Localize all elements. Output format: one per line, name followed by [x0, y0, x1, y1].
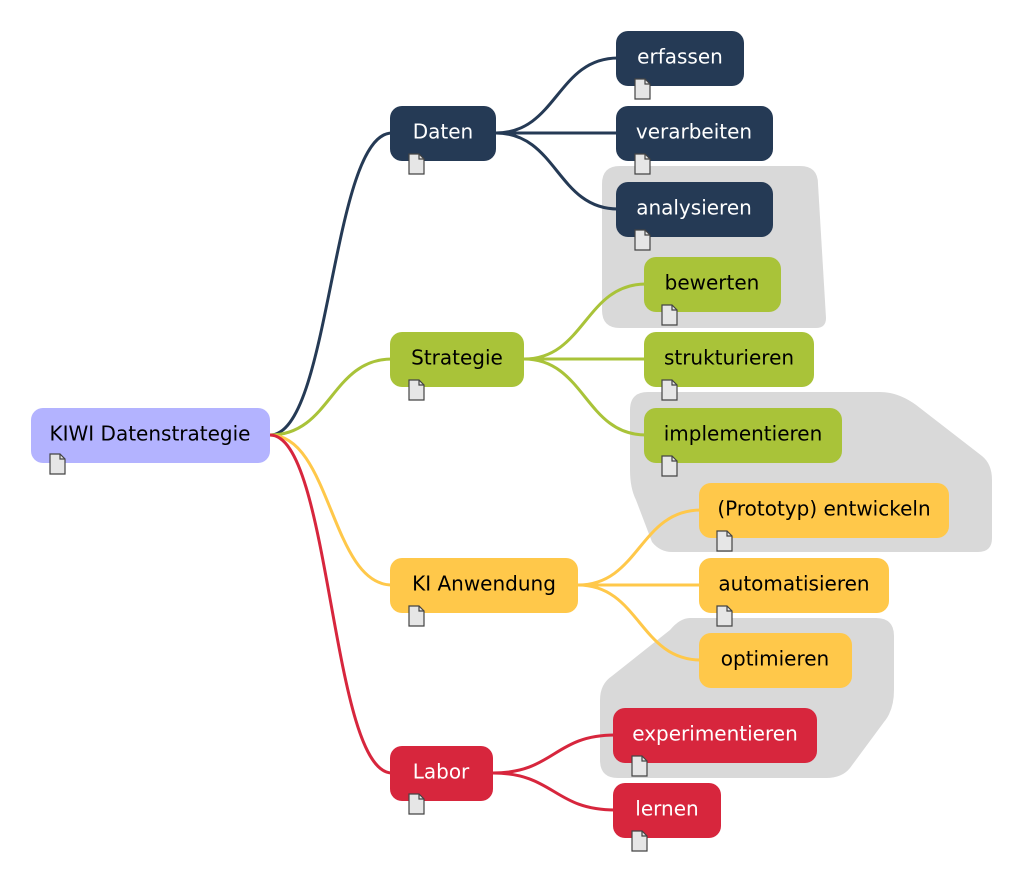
leaf-node-verarbeiten[interactable]: verarbeiten — [616, 106, 773, 175]
leaf-node-analysieren[interactable]: analysieren — [616, 182, 773, 251]
branch-node-ki-anwendung[interactable]: KI Anwendung — [390, 558, 578, 627]
leaf-label-strukturieren: strukturieren — [664, 346, 794, 370]
leaf-label-prototyp-entwickeln: (Prototyp) entwickeln — [717, 497, 930, 521]
branch-label-ki-anwendung: KI Anwendung — [412, 572, 556, 596]
leaf-node-erfassen[interactable]: erfassen — [616, 31, 744, 100]
branch-node-strategie[interactable]: Strategie — [390, 332, 524, 401]
leaf-node-optimieren[interactable]: optimieren — [699, 633, 852, 688]
note-icon[interactable] — [716, 605, 733, 627]
root-label: KIWI Datenstrategie — [50, 422, 251, 446]
leaf-node-strukturieren[interactable]: strukturieren — [644, 332, 814, 401]
note-icon[interactable] — [631, 830, 648, 852]
edge-root-labor — [269, 433, 393, 775]
note-icon[interactable] — [716, 530, 733, 552]
leaf-node-prototyp-entwickeln[interactable]: (Prototyp) entwickeln — [699, 483, 949, 552]
leaf-label-lernen: lernen — [635, 797, 698, 821]
leaf-node-bewerten[interactable]: bewerten — [644, 257, 781, 326]
edge-strategie-implementieren — [523, 357, 647, 437]
note-icon[interactable] — [634, 153, 651, 175]
branch-node-labor[interactable]: Labor — [390, 746, 493, 815]
branch-label-strategie: Strategie — [411, 346, 503, 370]
edge-root-strategie — [269, 357, 393, 437]
note-icon[interactable] — [408, 153, 425, 175]
leaf-label-bewerten: bewerten — [665, 271, 760, 295]
note-icon[interactable] — [408, 379, 425, 401]
note-icon[interactable] — [661, 455, 678, 477]
branch-label-daten: Daten — [413, 120, 473, 144]
leaf-label-experimentieren: experimentieren — [632, 722, 798, 746]
note-icon[interactable] — [661, 304, 678, 326]
leaf-node-implementieren[interactable]: implementieren — [644, 408, 842, 477]
leaf-label-erfassen: erfassen — [637, 45, 723, 69]
edge-labor-experimentieren — [492, 733, 616, 775]
leaf-label-automatisieren: automatisieren — [718, 572, 869, 596]
note-icon[interactable] — [634, 229, 651, 251]
leaf-node-experimentieren[interactable]: experimentieren — [613, 708, 817, 777]
branch-node-daten[interactable]: Daten — [390, 106, 496, 175]
note-icon[interactable] — [408, 605, 425, 627]
edge-ki-entwickeln — [577, 508, 702, 587]
note-icon[interactable] — [631, 755, 648, 777]
root-node[interactable]: KIWI Datenstrategie — [31, 408, 270, 475]
leaf-label-verarbeiten: verarbeiten — [636, 120, 752, 144]
leaf-node-automatisieren[interactable]: automatisieren — [699, 558, 889, 627]
edge-labor-lernen — [492, 771, 616, 812]
note-icon[interactable] — [661, 379, 678, 401]
edge-root-ki — [269, 433, 393, 587]
note-icon[interactable] — [408, 793, 425, 815]
leaf-label-analysieren: analysieren — [636, 196, 752, 220]
edge-daten-erfassen — [495, 56, 619, 135]
branch-label-labor: Labor — [413, 760, 470, 784]
leaf-label-optimieren: optimieren — [721, 647, 829, 671]
edge-strategie-bewerten — [523, 282, 647, 361]
note-icon[interactable] — [634, 78, 651, 100]
leaf-node-lernen[interactable]: lernen — [613, 783, 721, 852]
edge-root-daten — [269, 131, 393, 437]
edge-ki-optimieren — [577, 583, 702, 662]
note-icon[interactable] — [49, 453, 66, 475]
edge-daten-analysieren — [495, 131, 619, 211]
leaf-label-implementieren: implementieren — [664, 422, 823, 446]
